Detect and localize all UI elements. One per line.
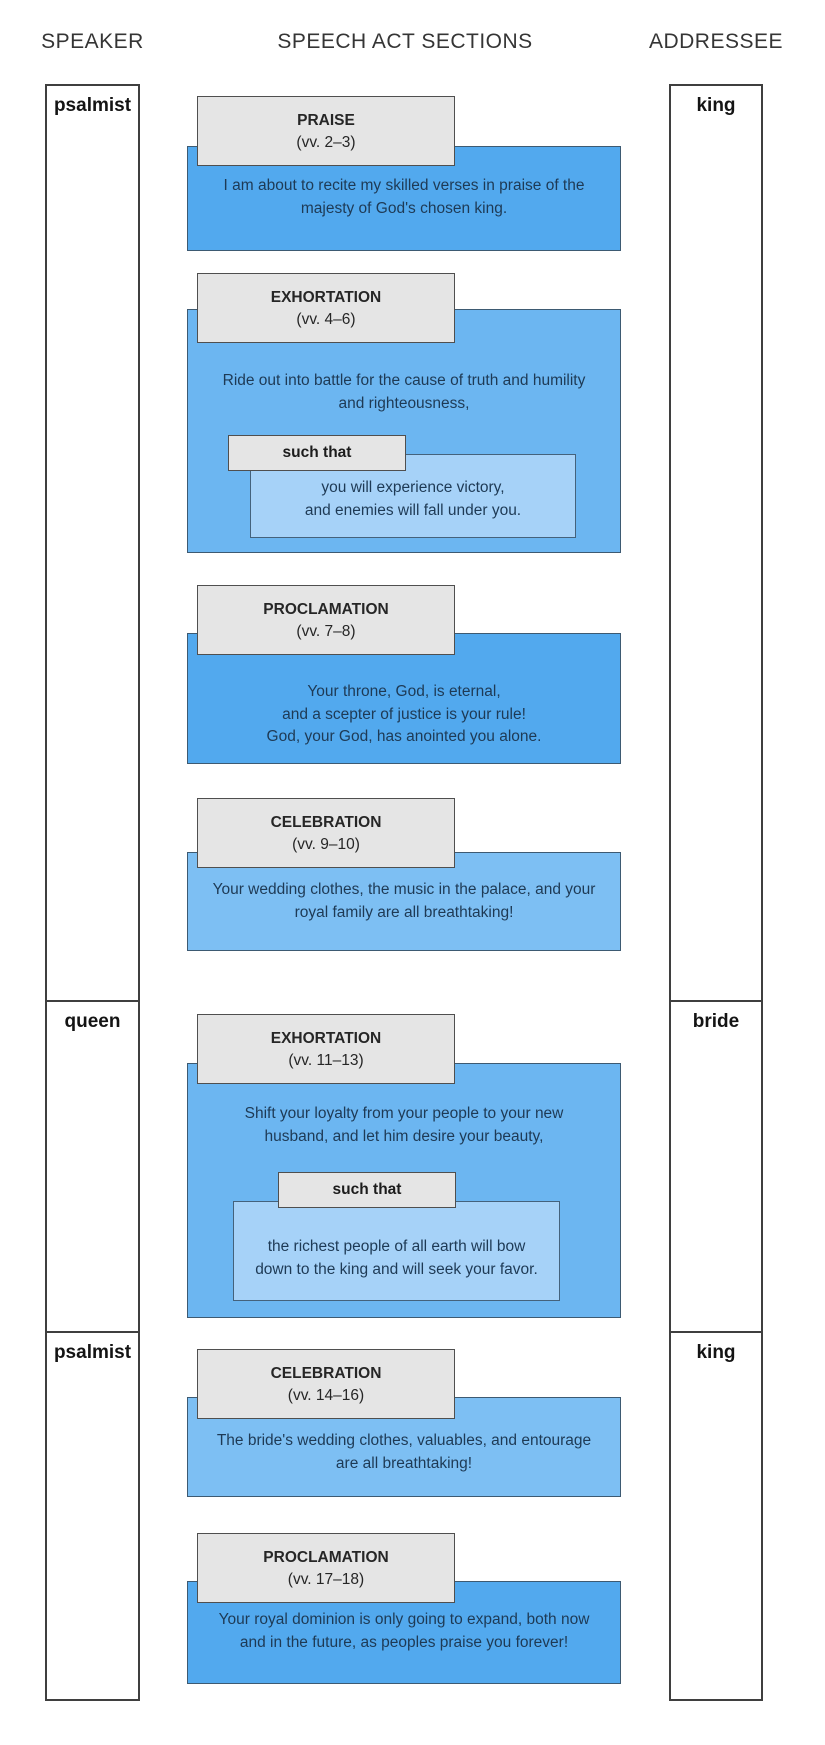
section-verses: (vv. 7–8) [296,623,356,640]
result-line: down to the king and will seek your favo… [255,1260,538,1278]
section-title: PROCLAMATION [263,1549,389,1566]
section-verses: (vv. 14–16) [287,1387,365,1404]
speaker-cell-psalmist-1: psalmist [45,84,140,1002]
speech-act-header-exhortation-1: EXHORTATION (vv. 4–6) [197,273,455,343]
body-line: Your royal dominion is only going to exp… [218,1611,590,1628]
body-line: husband, and let him desire your beauty, [264,1127,544,1145]
speaker-cell-queen: queen [45,1000,140,1333]
such-that-connector: such that [278,1172,456,1208]
body-line: Ride out into battle for the cause of tr… [222,372,586,389]
section-verses: (vv. 4–6) [296,311,356,328]
speech-act-sections-header: SPEECH ACT SECTIONS [277,30,533,53]
result-box: you will experience victory, and enemies… [250,454,576,538]
body-line: Your wedding clothes, the music in the p… [212,881,596,898]
addressee-column: king bride king [669,84,763,1701]
section-title: CELEBRATION [270,1365,382,1382]
speech-act-header-proclamation-2: PROCLAMATION (vv. 17–18) [197,1533,455,1603]
body-line: Shift your loyalty from your people to y… [244,1105,564,1122]
result-line: the richest people of all earth will bow [267,1238,526,1255]
body-line: Your throne, God, is eternal, [307,683,501,700]
addressee-cell-king-1: king [669,84,763,1002]
result-box: the richest people of all earth will bow… [233,1201,560,1301]
addressee-cell-bride: bride [669,1000,763,1333]
addressee-label: king [696,95,736,116]
section-title: EXHORTATION [270,1030,382,1047]
speech-act-header-praise: PRAISE (vv. 2–3) [197,96,455,166]
body-line: and righteousness, [338,394,470,412]
speech-act-body-exhortation-2: Shift your loyalty from your people to y… [187,1063,621,1318]
speaker-label: psalmist [53,1342,132,1363]
body-line: and in the future, as peoples praise you… [239,1633,569,1651]
speaker-column-header: SPEAKER [41,30,144,53]
section-verses: (vv. 11–13) [288,1052,364,1069]
section-title: PRAISE [297,112,355,129]
result-line: and enemies will fall under you. [304,501,522,519]
addressee-cell-king-2: king [669,1331,763,1701]
section-verses: (vv. 2–3) [296,134,356,151]
speaker-label: queen [64,1011,121,1032]
speech-act-header-celebration-2: CELEBRATION (vv. 14–16) [197,1349,455,1419]
speech-act-header-exhortation-2: EXHORTATION (vv. 11–13) [197,1014,455,1084]
addressee-column-header: ADDRESSEE [648,30,784,53]
such-that-connector: such that [228,435,406,471]
body-line: majesty of God's chosen king. [300,199,508,217]
section-verses: (vv. 17–18) [287,1571,365,1588]
body-line: God, your God, has anointed you alone. [266,728,542,745]
section-verses: (vv. 9–10) [292,836,360,853]
speaker-label: psalmist [53,95,132,116]
result-line: you will experience victory, [321,479,505,496]
addressee-label: bride [692,1011,740,1032]
body-line: I am about to recite my skilled verses i… [223,177,585,194]
speech-act-body-exhortation-1: Ride out into battle for the cause of tr… [187,309,621,553]
body-line: and a scepter of justice is your rule! [282,705,526,723]
body-line: royal family are all breathtaking! [294,903,514,921]
section-title: EXHORTATION [270,289,382,306]
body-line: are all breathtaking! [335,1454,473,1472]
speech-act-header-proclamation-1: PROCLAMATION (vv. 7–8) [197,585,455,655]
section-title: PROCLAMATION [263,601,389,618]
addressee-label: king [696,1342,736,1363]
speech-act-header-celebration-1: CELEBRATION (vv. 9–10) [197,798,455,868]
speaker-cell-psalmist-2: psalmist [45,1331,140,1701]
section-title: CELEBRATION [270,814,382,831]
speaker-column: psalmist queen psalmist [45,84,140,1701]
speech-act-body-celebration-1: Your wedding clothes, the music in the p… [187,852,621,951]
body-line: The bride's wedding clothes, valuables, … [216,1432,592,1449]
